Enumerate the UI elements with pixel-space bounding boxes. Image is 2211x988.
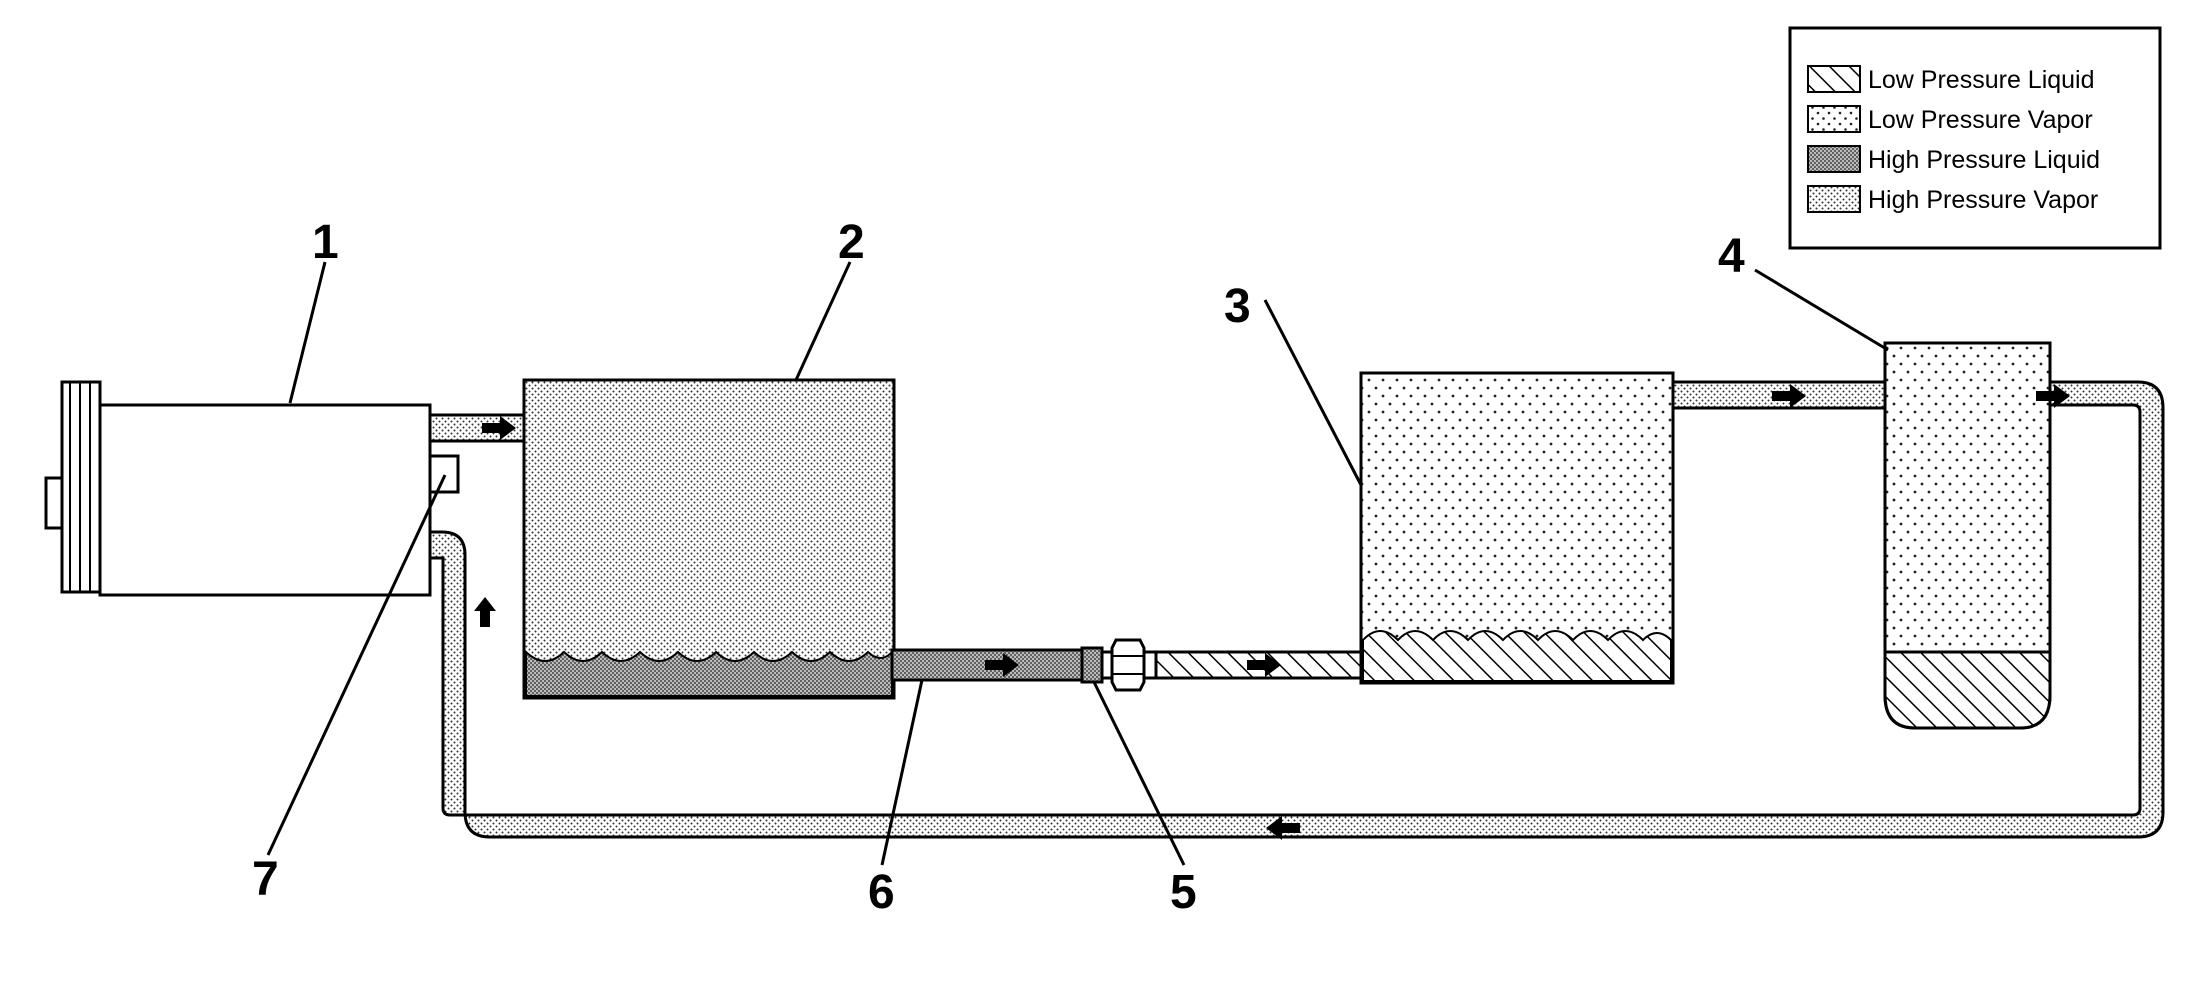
arrow-right-icon [1247,653,1281,677]
callout-accumulator: 4 [1718,230,1745,283]
arrow-up-icon [474,597,496,627]
compressor-switch [428,454,460,494]
accumulator [1883,341,2052,730]
leader-lines [266,261,1889,866]
legend-label-high-pressure-liquid: High Pressure Liquid [1868,146,2100,174]
legend-swatch-low-pressure-liquid [1807,65,1861,93]
orifice-tube-fitting [1080,638,1158,692]
suction-return-line [426,380,2165,839]
callout-liquid-line: 6 [868,866,895,919]
legend-swatch-high-pressure-liquid [1807,145,1861,173]
flow-arrows [474,384,2070,840]
condenser-liquid [525,649,893,697]
legend: Low Pressure Liquid Low Pressure Vapor H… [1788,26,2162,250]
legend-swatch-low-pressure-vapor [1807,105,1861,133]
condenser [522,378,896,700]
evaporator-inlet-line [1154,650,1365,680]
evaporator-liquid [1362,630,1672,682]
compressor-housing [98,403,432,597]
legend-box [1788,26,2162,250]
callout-compressor: 1 [312,216,339,269]
callout-pressure-switch: 7 [252,853,279,906]
legend-label-low-pressure-vapor: Low Pressure Vapor [1868,106,2093,134]
evaporator-outlet-line [1671,380,1887,410]
arrow-right-icon [482,416,516,440]
evaporator [1359,371,1675,685]
callout-evaporator: 3 [1224,280,1251,333]
arrow-left-icon [1266,816,1300,840]
accumulator-liquid [1883,650,2052,730]
callout-orifice-tube: 5 [1170,866,1197,919]
legend-swatch-high-pressure-vapor [1807,185,1861,213]
legend-label-high-pressure-vapor: High Pressure Vapor [1868,186,2098,214]
arrow-right-icon [985,653,1019,677]
arrow-right-icon [1772,384,1806,408]
compressor [44,380,460,597]
arrow-right-icon [2036,384,2070,408]
legend-label-low-pressure-liquid: Low Pressure Liquid [1868,66,2095,94]
compressor-shaft [44,476,64,530]
callout-condenser: 2 [838,216,865,269]
